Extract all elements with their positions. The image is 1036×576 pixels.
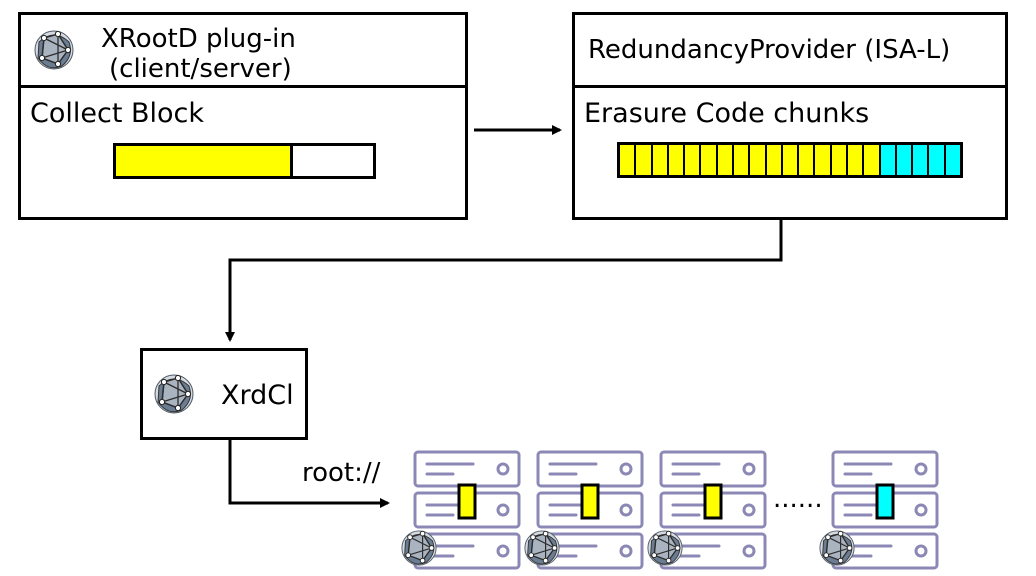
collect-block-fill [116, 146, 294, 176]
data-chunk [831, 145, 848, 175]
data-chunk [750, 145, 767, 175]
data-chunk [668, 145, 686, 175]
parity-chunk [880, 145, 897, 175]
erasure-chunk-strip [617, 142, 963, 178]
data-chunk [733, 145, 751, 175]
erasure-code-label: Erasure Code chunks [584, 98, 870, 129]
data-chunk [799, 145, 816, 175]
plugin-title-line2: (client/server) [109, 54, 292, 84]
data-chunk [620, 145, 637, 175]
parity-chunk [913, 145, 930, 175]
redundancy-title: RedundancyProvider (ISA-L) [588, 35, 951, 65]
server-data-chunk [703, 483, 723, 520]
collect-block-bar [113, 143, 376, 179]
servers-ellipsis: ...... [773, 484, 823, 514]
data-chunk [636, 145, 653, 175]
server-data-chunk [457, 483, 477, 520]
server-rack-icon [524, 450, 644, 570]
arrow-redundancy-to-xrdcl [225, 219, 783, 342]
storage-servers [401, 450, 939, 570]
redundancy-provider-box [572, 12, 1008, 220]
plugin-title-line1: XRootD plug-in [101, 24, 296, 54]
collect-block-label: Collect Block [30, 98, 205, 129]
parity-chunk [945, 145, 960, 175]
xrootd-logo-icon [34, 30, 74, 70]
data-chunk [815, 145, 832, 175]
xrootd-logo-icon [401, 530, 437, 566]
data-chunk [782, 145, 800, 175]
data-chunk [652, 145, 669, 175]
server-rack-icon [819, 450, 939, 570]
server-data-chunk [580, 483, 600, 520]
xrootd-logo-icon [154, 374, 194, 414]
xrootd-logo-icon [819, 530, 855, 566]
data-chunk [864, 145, 881, 175]
arrow-xrdcl-to-servers [228, 440, 390, 508]
xrdcl-label: XrdCl [221, 380, 294, 411]
plugin-box [18, 12, 468, 220]
data-chunk [847, 145, 865, 175]
xrootd-logo-icon [647, 530, 683, 566]
data-chunk [717, 145, 734, 175]
data-chunk [766, 145, 783, 175]
data-chunk [685, 145, 702, 175]
parity-chunk [929, 145, 946, 175]
server-parity-chunk [875, 483, 895, 520]
xrootd-logo-icon [524, 530, 560, 566]
protocol-label: root:// [302, 458, 381, 488]
data-chunk [701, 145, 718, 175]
plugin-box-divider [21, 85, 465, 88]
parity-chunk [896, 145, 914, 175]
server-rack-icon [647, 450, 767, 570]
server-rack-icon [401, 450, 521, 570]
redundancy-box-divider [575, 85, 1005, 88]
